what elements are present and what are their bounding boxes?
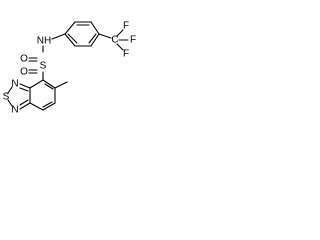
atom-ring-n-top: N xyxy=(11,79,18,90)
bond-thiadiazole-1-inner xyxy=(19,87,29,92)
bonds xyxy=(7,21,129,111)
atom-cf3-f-bottom: F xyxy=(123,49,129,60)
bond-benzo-1-inner xyxy=(44,83,54,90)
atom-sulfonyl-o-top: O xyxy=(20,54,28,65)
bond-thiadiazole-3 xyxy=(7,99,13,107)
atom-sulfonyl-o-bottom: O xyxy=(20,67,28,78)
atom-ring-s: S xyxy=(3,92,10,103)
atom-cf3-c: C xyxy=(111,35,118,46)
bond-phenyl-4 xyxy=(90,33,100,47)
atom-labels: NH S O O C F F F N S N xyxy=(3,21,136,116)
bond-thiadiazole-4-inner xyxy=(19,99,29,106)
bond-cf3-f-bottom xyxy=(116,43,124,51)
bond-phenyl-nh xyxy=(51,33,66,40)
atom-cf3-f-top: F xyxy=(123,21,129,32)
bond-phenyl-1 xyxy=(64,21,76,35)
bond-benzo-6 xyxy=(29,79,44,89)
chemical-structure-diagram: NH S O O C F F F N S N xyxy=(3,21,136,116)
bond-cf3-f-top xyxy=(116,29,124,37)
bond-phenyl-6-inner xyxy=(67,33,78,44)
atom-nh: NH xyxy=(37,36,51,47)
bond-benzo-1 xyxy=(42,79,56,89)
bond-phenyl-cf3 xyxy=(98,33,112,39)
bond-thiadiazole-1 xyxy=(19,83,31,89)
bond-phenyl-6 xyxy=(64,33,76,47)
bond-phenyl-3 xyxy=(90,21,100,35)
bond-thiadiazole-4 xyxy=(19,102,31,110)
bond-phenyl-4-inner xyxy=(88,33,97,44)
atom-sulfonyl-s: S xyxy=(40,61,47,72)
bond-methyl xyxy=(54,81,68,89)
atom-cf3-f-right: F xyxy=(130,35,136,46)
bond-benzo-4 xyxy=(29,102,44,111)
bond-benzo-3 xyxy=(42,102,56,111)
bond-benzo-3-inner xyxy=(42,101,53,108)
bond-thiadiazole-2 xyxy=(7,86,13,94)
atom-ring-n-bottom: N xyxy=(11,105,18,116)
